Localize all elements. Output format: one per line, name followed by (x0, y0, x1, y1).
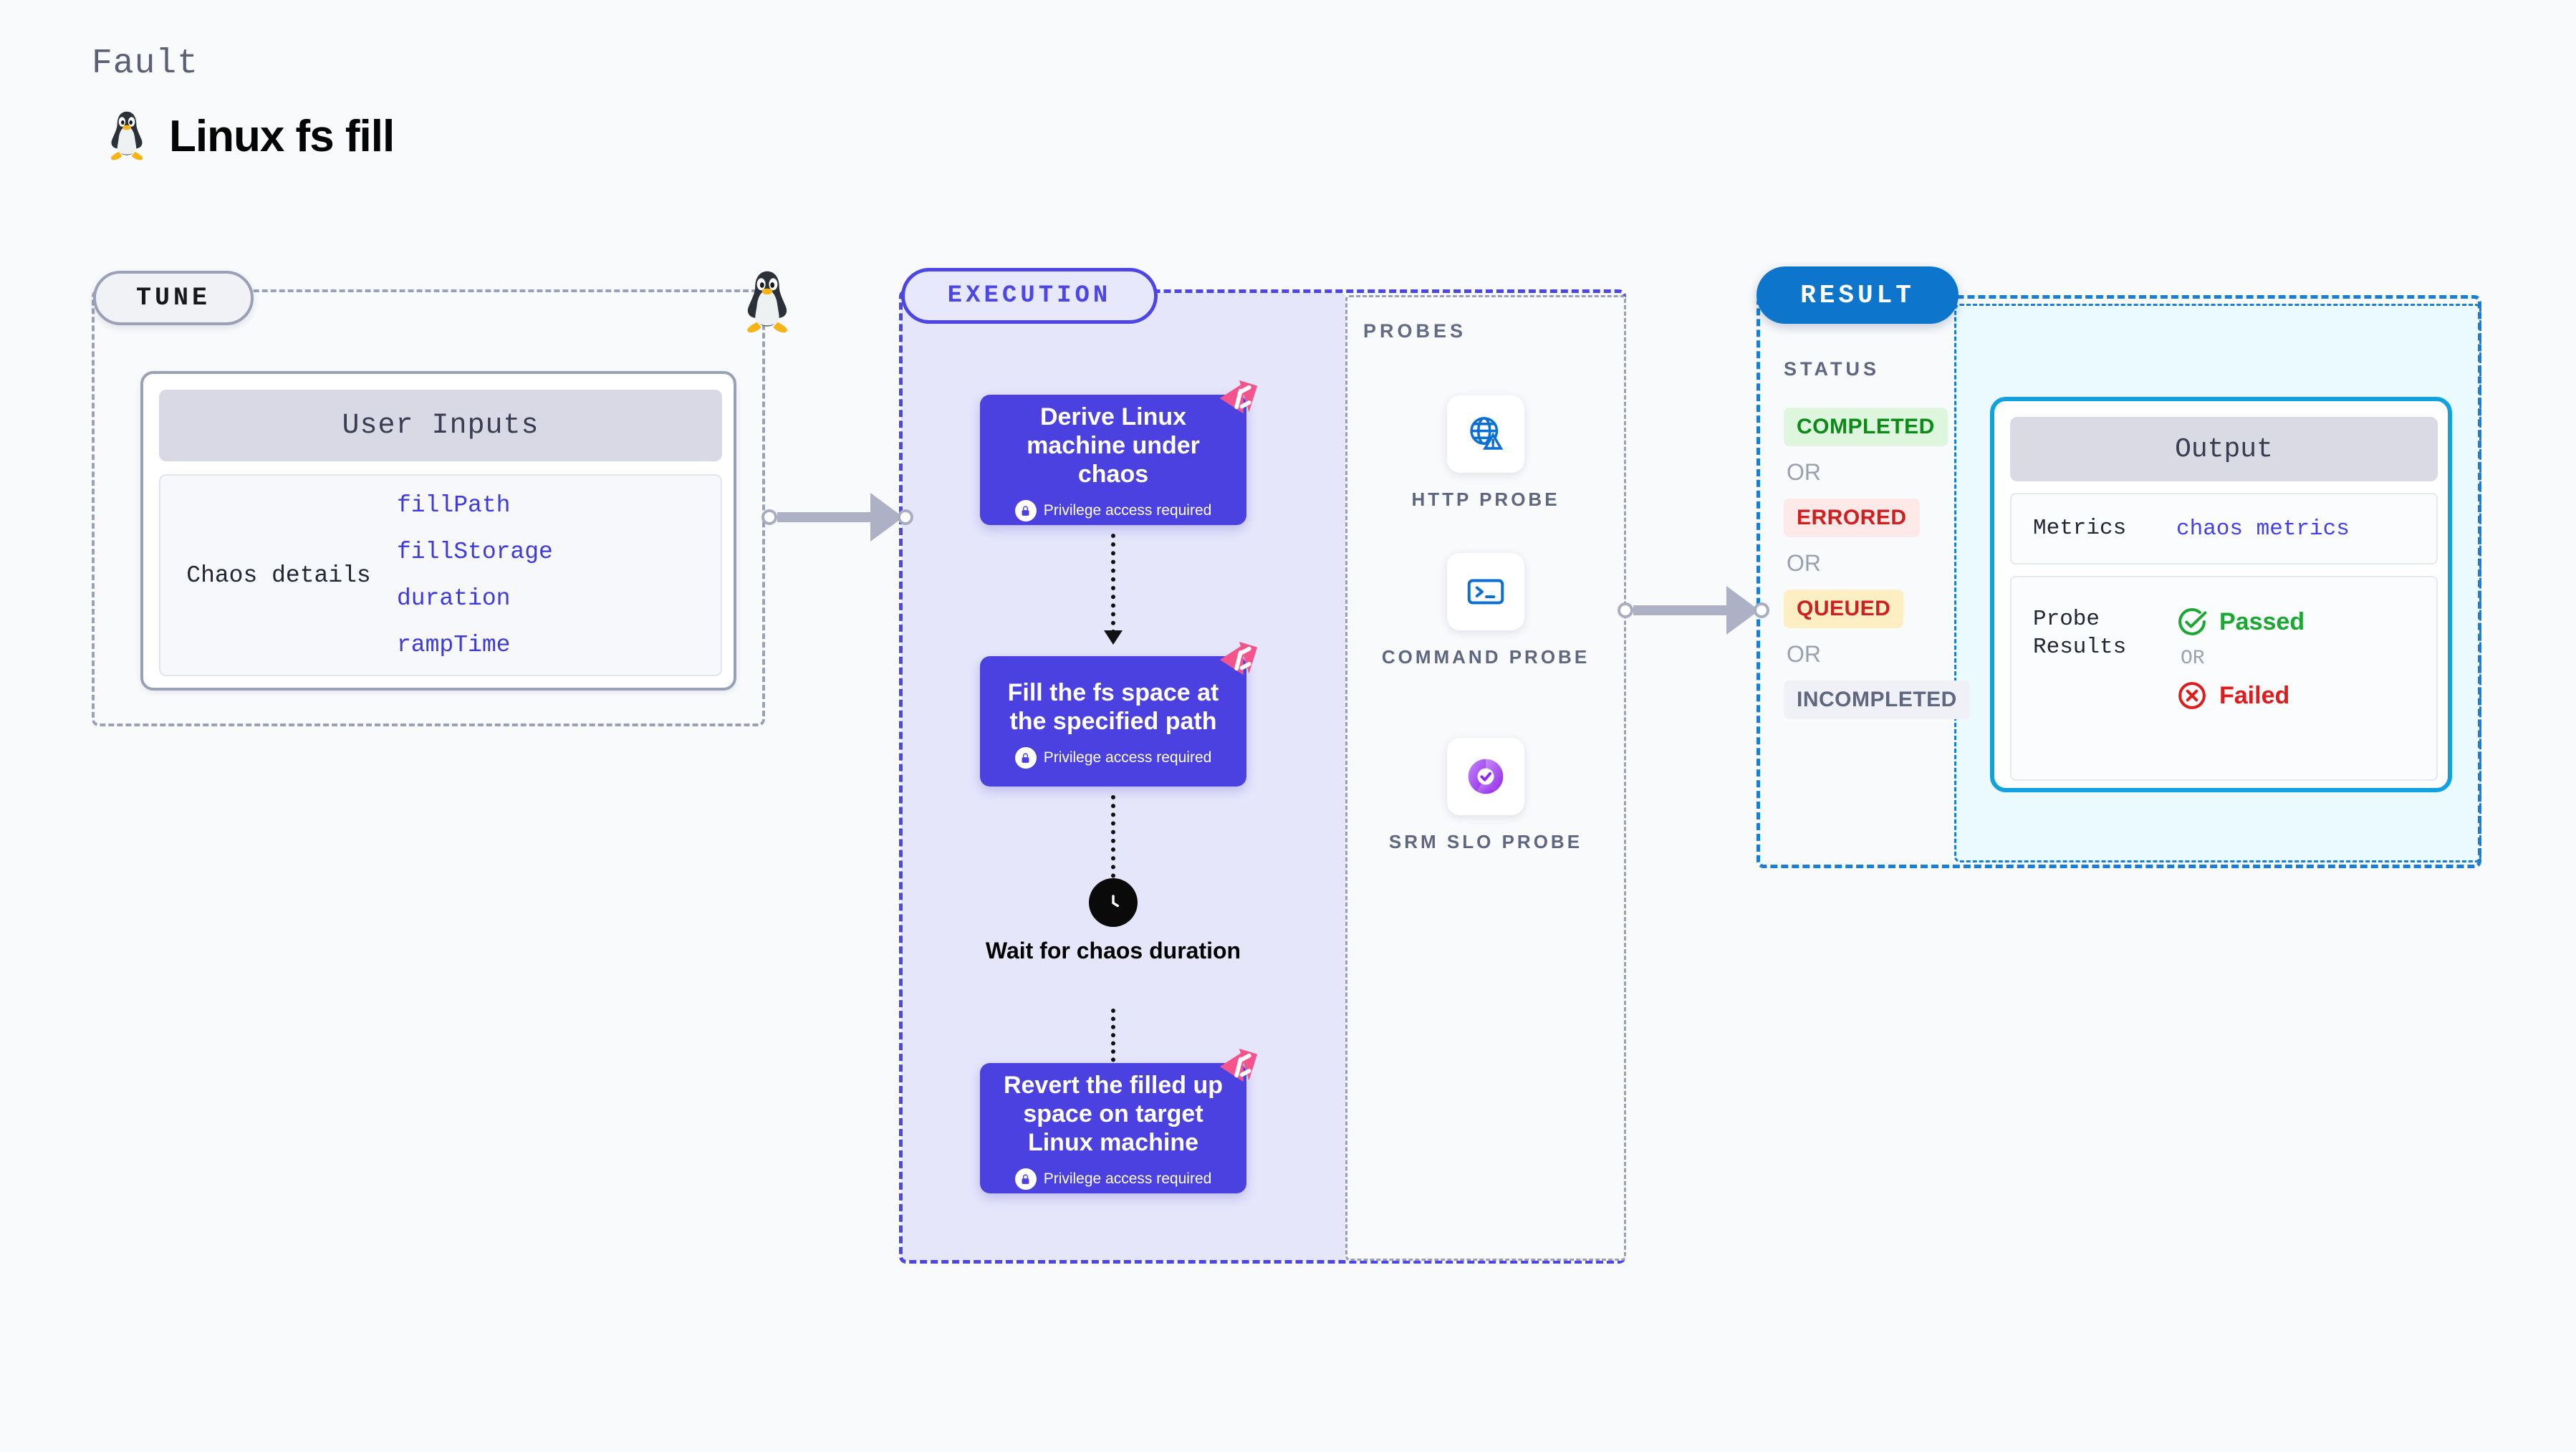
probe-results-row: Probe Results Passed OR (2010, 576, 2438, 781)
probe-label: HTTP PROBE (1411, 489, 1560, 510)
or-separator: OR (1787, 641, 1821, 667)
clock-icon (1089, 878, 1138, 927)
lock-icon (1014, 500, 1037, 522)
or-separator: OR (2181, 648, 2205, 670)
srm-slo-donut-icon (1447, 738, 1524, 815)
param-duration[interactable]: duration (397, 585, 511, 612)
privilege-required-badge: Privilege access required (1014, 747, 1212, 769)
execution-step-card[interactable]: Fill the fs space at the specified path … (980, 641, 1258, 787)
globe-warning-icon (1447, 395, 1524, 473)
connector-end-dot (1754, 602, 1769, 618)
page-title: Linux fs fill (169, 111, 395, 161)
result-stage-region (1756, 295, 2481, 868)
flow-connector-line (1111, 795, 1115, 895)
metrics-row: Metrics chaos metrics (2010, 493, 2438, 564)
x-circle-icon (2176, 680, 2208, 711)
param-ramptime[interactable]: rampTime (397, 632, 511, 658)
or-separator: OR (1787, 550, 1821, 576)
param-fillstorage[interactable]: fillStorage (397, 539, 553, 565)
connector-line (1633, 605, 1728, 615)
tune-stage-region (92, 289, 765, 726)
status-badge-incompleted: INCOMPLETED (1784, 681, 1970, 719)
user-inputs-card: User Inputs Chaos details fillPath fillS… (140, 371, 736, 691)
output-header: Output (2010, 417, 2438, 481)
fault-kicker-label: Fault (92, 44, 199, 83)
privilege-required-text: Privilege access required (1043, 502, 1212, 519)
connector-start-dot (761, 509, 777, 525)
metrics-key-label: Metrics (2033, 515, 2127, 541)
connector-line (777, 512, 872, 522)
chaos-params-list: fillPath fillStorage duration rampTime (397, 492, 553, 658)
passed-label: Passed (2219, 607, 2305, 635)
privilege-required-text: Privilege access required (1043, 1170, 1212, 1188)
probes-title: PROBES (1363, 320, 1467, 342)
or-separator: OR (1787, 459, 1821, 485)
flow-connector-line (1111, 534, 1115, 634)
status-title: STATUS (1784, 358, 1880, 380)
tune-stage-pill[interactable]: TUNE (93, 271, 254, 325)
probe-result-failed: Failed (2176, 680, 2305, 711)
lock-icon (1014, 1168, 1037, 1191)
param-fillpath[interactable]: fillPath (397, 492, 511, 519)
execution-stage-pill[interactable]: EXECUTION (901, 268, 1158, 324)
flow-connector-line (1111, 1009, 1115, 1095)
user-inputs-header: User Inputs (159, 390, 722, 461)
status-badge-queued: QUEUED (1784, 590, 1904, 628)
probe-srm-slo[interactable]: SRM SLO PROBE (1345, 738, 1626, 855)
terminal-icon (1447, 553, 1524, 630)
failed-label: Failed (2219, 681, 2290, 709)
connector-start-dot (1618, 602, 1633, 618)
connector-execution-to-result (1618, 586, 1769, 635)
flow-connector-arrowhead (1104, 630, 1123, 645)
chaos-details-box: Chaos details fillPath fillStorage durat… (159, 474, 722, 676)
probe-command[interactable]: COMMAND PROBE (1345, 553, 1626, 670)
status-badge-completed: COMPLETED (1784, 408, 1948, 446)
lock-icon (1014, 747, 1037, 769)
harness-logo-icon (1216, 378, 1260, 419)
execution-step-card[interactable]: Revert the filled up space on target Lin… (980, 1048, 1258, 1193)
output-card: Output Metrics chaos metrics Probe Resul… (1990, 397, 2452, 792)
probe-results-key-label: Probe Results (2033, 607, 2127, 660)
probe-result-passed: Passed (2176, 606, 2305, 638)
connector-tune-to-execution (761, 493, 913, 542)
privilege-required-text: Privilege access required (1043, 749, 1212, 766)
chaos-details-label: Chaos details (186, 562, 371, 589)
check-circle-icon (2176, 606, 2208, 638)
execution-step-title: Revert the filled up space on target Lin… (1003, 1071, 1224, 1157)
execution-step-card[interactable]: Derive Linux machine under chaos Privile… (980, 380, 1258, 525)
fault-title-row: Linux fs fill (105, 109, 395, 163)
status-column: STATUS COMPLETED OR ERRORED OR QUEUED OR… (1784, 358, 1977, 719)
chaos-metrics-link[interactable]: chaos metrics (2176, 516, 2350, 542)
probe-results-values: Passed OR Failed (2176, 606, 2305, 711)
execution-step-title: Derive Linux machine under chaos (1027, 403, 1200, 489)
page-header: Fault Linux fs fill (92, 44, 395, 163)
probe-label: SRM SLO PROBE (1388, 831, 1583, 852)
result-stage-pill[interactable]: RESULT (1756, 266, 1959, 324)
harness-logo-icon (1216, 1046, 1260, 1087)
probe-http[interactable]: HTTP PROBE (1345, 395, 1626, 512)
status-badge-errored: ERRORED (1784, 499, 1920, 537)
connector-end-dot (898, 509, 913, 525)
privilege-required-badge: Privilege access required (1014, 500, 1212, 522)
wait-for-chaos-duration-label: Wait for chaos duration (985, 938, 1241, 963)
linux-penguin-icon (105, 109, 149, 163)
execution-step-title: Fill the fs space at the specified path (1007, 678, 1219, 735)
harness-logo-icon (1216, 639, 1260, 681)
linux-penguin-marker-icon (739, 268, 795, 337)
privilege-required-badge: Privilege access required (1014, 1168, 1212, 1191)
probe-label: COMMAND PROBE (1381, 646, 1590, 668)
